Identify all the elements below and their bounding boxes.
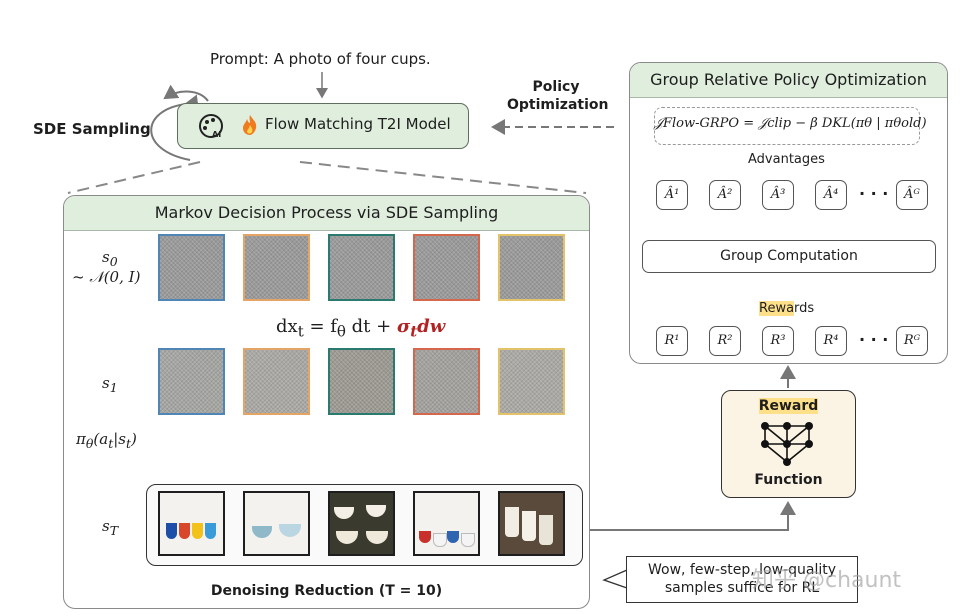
row-label-s1: s1	[102, 374, 118, 395]
cups-photo	[328, 491, 395, 556]
prompt-text: Prompt: A photo of four cups.	[210, 50, 431, 68]
noise-tile	[243, 234, 310, 301]
group-computation-box	[642, 240, 936, 273]
advantage-chip: Âᴳ	[896, 180, 928, 210]
fire-icon	[243, 115, 257, 135]
cups-photo	[498, 491, 565, 556]
objective-formula: 𝒥Flow-GRPO = 𝒥clip − β DKL(πθ | πθold)	[654, 116, 927, 131]
speech-tail	[602, 569, 628, 589]
palette-ai-icon: AI	[199, 114, 223, 139]
noisy-tile	[328, 348, 395, 415]
row-label-sT: sT	[102, 517, 119, 538]
t2i-model-box	[177, 103, 469, 149]
rewards-ellipsis: · · ·	[859, 330, 889, 349]
neural-network-icon	[761, 422, 813, 466]
denoising-reduction-label: Denoising Reduction (T = 10)	[210, 583, 443, 599]
svg-text:AI: AI	[212, 130, 221, 139]
noisy-tile	[158, 348, 225, 415]
noise-tile	[158, 234, 225, 301]
noise-tile	[413, 234, 480, 301]
objective-formula-box	[654, 107, 920, 145]
noisy-tile	[413, 348, 480, 415]
reward-chip: R⁴	[815, 326, 847, 356]
speech-bubble	[626, 556, 858, 603]
mdp-header	[64, 196, 589, 231]
zoom-line-right	[299, 161, 587, 194]
reward-chip: R³	[762, 326, 794, 356]
advantage-chip: Â¹	[656, 180, 688, 210]
noise-tile	[328, 234, 395, 301]
advantage-chip: Â⁴	[815, 180, 847, 210]
reward-function-label: Function	[754, 472, 823, 488]
reward-function-title: Reward	[758, 398, 819, 414]
row-label-s0: s0	[102, 248, 118, 269]
to-reward-arrow	[585, 501, 796, 531]
noise-tile	[498, 234, 565, 301]
cups-photo	[243, 491, 310, 556]
model-label: Flow Matching T2I Model	[265, 115, 451, 133]
noisy-tile	[498, 348, 565, 415]
reward-chip: R¹	[656, 326, 688, 356]
advantages-label: Advantages	[748, 152, 825, 167]
advantage-chip: Â³	[762, 180, 794, 210]
sde-loop-arrow	[150, 94, 199, 161]
noisy-tile	[243, 348, 310, 415]
row-label-s0-dist: ~ 𝒩(0, I)	[72, 268, 141, 286]
reward-chip: Rᴳ	[896, 326, 928, 356]
policy-optimization-label: Policy Optimization	[507, 79, 609, 113]
row-label-policy: πθ(at|st)	[76, 430, 137, 451]
rewards-label: Rewards	[759, 301, 815, 316]
sde-equation: dxt = fθ dt + σtdw	[276, 316, 446, 341]
cups-photo	[413, 491, 480, 556]
cups-photo	[158, 491, 225, 556]
speech-text: Wow, few-step, low-quality samples suffi…	[647, 562, 836, 596]
grpo-header	[630, 63, 947, 98]
advantage-chip: Â²	[709, 180, 741, 210]
mdp-title: Markov Decision Process via SDE Sampling	[154, 203, 499, 222]
zoom-line-left	[67, 161, 201, 194]
grpo-title: Group Relative Policy Optimization	[650, 70, 927, 89]
watermark: 知乎 @chaunt	[752, 568, 902, 593]
advantages-ellipsis: · · ·	[859, 184, 889, 203]
group-computation-label: Group Computation	[720, 248, 858, 264]
reward-chip: R²	[709, 326, 741, 356]
sde-sampling-label: SDE Sampling	[33, 120, 151, 138]
